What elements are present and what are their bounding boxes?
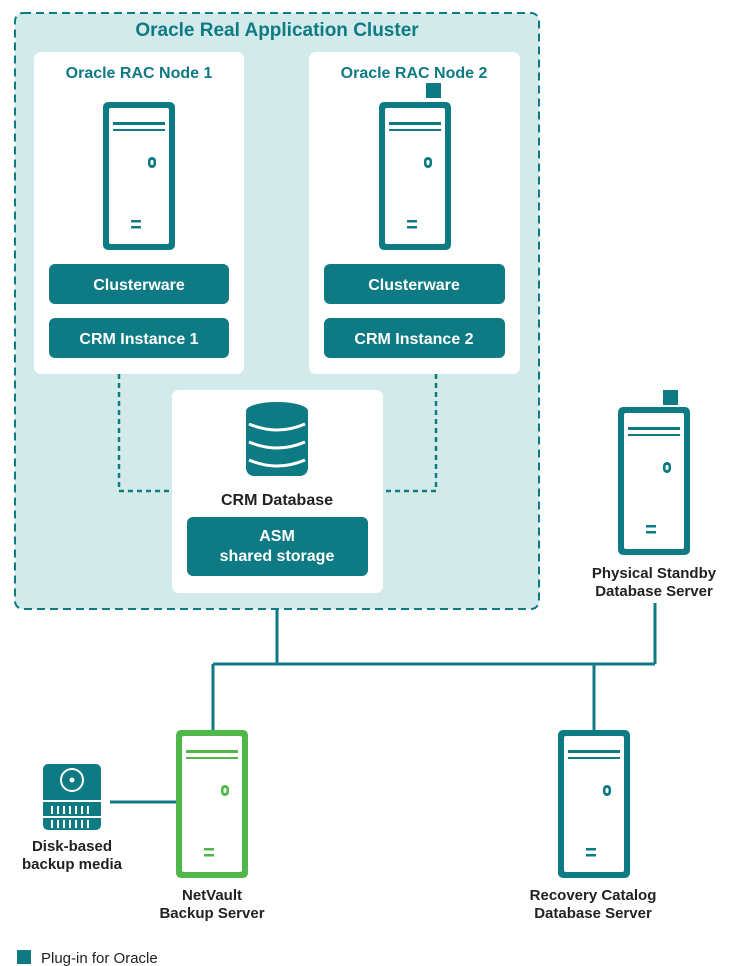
netvault-server-icon — [176, 730, 248, 878]
asm-storage-label-line1: ASM — [259, 528, 295, 545]
catalog-label-line2: Database Server — [534, 905, 652, 922]
netvault-label-line1: NetVault — [182, 887, 242, 904]
node-1-clusterware-label: Clusterware — [93, 277, 185, 294]
standby-label-line1: Physical Standby — [592, 565, 717, 582]
node-1-clusterware-box — [49, 264, 229, 304]
rac-node-2-server-icon — [379, 102, 451, 250]
catalog-server-icon — [558, 730, 630, 878]
catalog-label-line1: Recovery Catalog — [530, 887, 657, 904]
standby-server-icon — [618, 407, 690, 555]
legend-plugin-swatch — [17, 950, 31, 964]
standby-label-line2: Database Server — [595, 583, 713, 600]
disk-label-line2: backup media — [22, 856, 123, 873]
crm-database-label: CRM Database — [221, 492, 333, 509]
asm-storage-box — [187, 517, 368, 576]
node-2-plugin-marker — [426, 83, 441, 98]
database-icon — [246, 402, 308, 476]
network-lines — [211, 603, 657, 733]
node-1-instance-box — [49, 318, 229, 358]
asm-storage-label-line2: shared storage — [220, 548, 335, 565]
rac-node-1-server-icon — [103, 102, 175, 250]
disk-backup-icon — [43, 764, 101, 830]
node-2-db-connector — [383, 374, 438, 493]
node-2-instance-label: CRM Instance 2 — [354, 331, 473, 348]
netvault-label-line2: Backup Server — [159, 905, 264, 922]
node-2-clusterware-label: Clusterware — [368, 277, 460, 294]
legend-plugin-label: Plug-in for Oracle — [41, 950, 158, 966]
node-2-clusterware-box — [324, 264, 505, 304]
node-1-instance-label: CRM Instance 1 — [79, 331, 198, 348]
disk-label-line1: Disk-based — [32, 838, 112, 855]
cluster-title: Oracle Real Application Cluster — [135, 20, 419, 41]
node-1-db-connector — [117, 374, 172, 493]
node-2-instance-box — [324, 318, 505, 358]
rac-node-2-title: Oracle RAC Node 2 — [341, 65, 488, 82]
rac-node-1-title: Oracle RAC Node 1 — [66, 65, 213, 82]
standby-plugin-marker — [663, 390, 678, 405]
